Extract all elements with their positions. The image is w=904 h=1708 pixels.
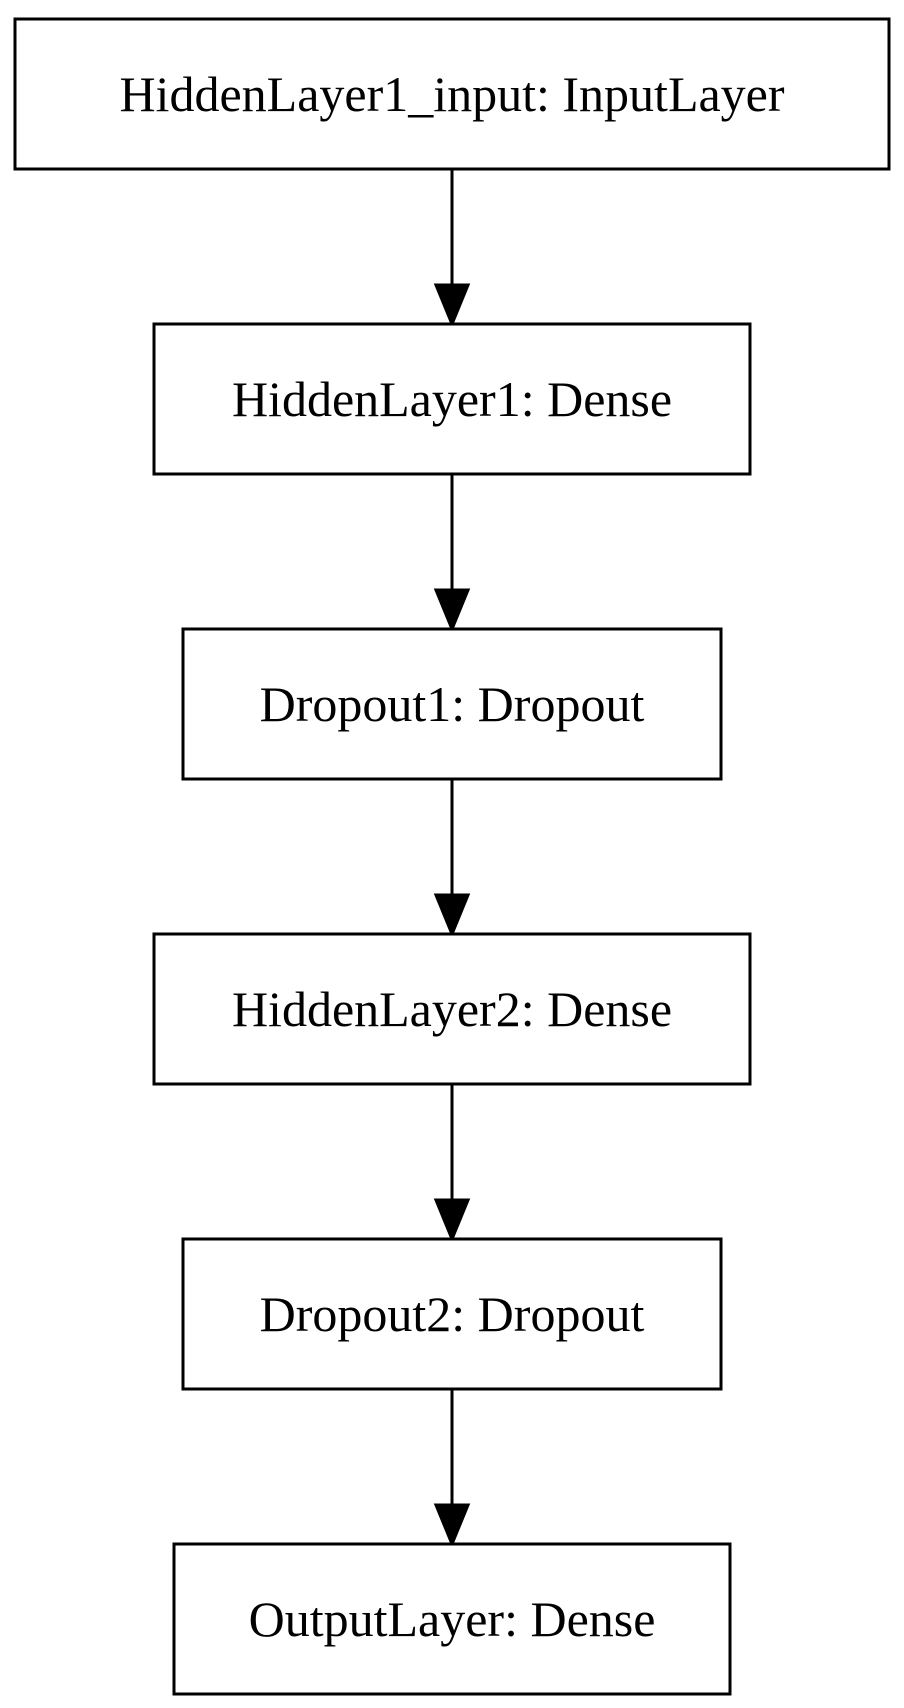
arrowhead-icon: [433, 1198, 471, 1243]
node-box: [13, 17, 891, 171]
node-label: Dropout2: Dropout: [260, 1286, 645, 1342]
edge-n3-n4: [433, 1084, 471, 1243]
node-label: OutputLayer: Dense: [249, 1591, 656, 1647]
node-box: [181, 1237, 723, 1391]
edge-n1-n2: [433, 474, 471, 633]
arrowhead-icon: [433, 893, 471, 938]
node-hidden-layer-1: HiddenLayer1: Dense: [152, 322, 752, 476]
node-dropout-1: Dropout1: Dropout: [181, 627, 723, 781]
node-box: [152, 322, 752, 476]
edge-n2-n3: [433, 779, 471, 938]
node-label: HiddenLayer1_input: InputLayer: [119, 66, 784, 122]
edge-n4-n5: [433, 1389, 471, 1548]
edge-n0-n1: [433, 169, 471, 328]
node-output-layer: OutputLayer: Dense: [172, 1542, 732, 1696]
node-box: [181, 627, 723, 781]
node-dropout-2: Dropout2: Dropout: [181, 1237, 723, 1391]
node-label: HiddenLayer2: Dense: [232, 981, 672, 1037]
arrowhead-icon: [433, 588, 471, 633]
node-input-layer: HiddenLayer1_input: InputLayer: [13, 17, 891, 171]
node-hidden-layer-2: HiddenLayer2: Dense: [152, 932, 752, 1086]
node-label: Dropout1: Dropout: [260, 676, 645, 732]
arrowhead-icon: [433, 283, 471, 328]
node-box: [172, 1542, 732, 1696]
node-label: HiddenLayer1: Dense: [232, 371, 672, 427]
node-box: [152, 932, 752, 1086]
arrowhead-icon: [433, 1503, 471, 1548]
